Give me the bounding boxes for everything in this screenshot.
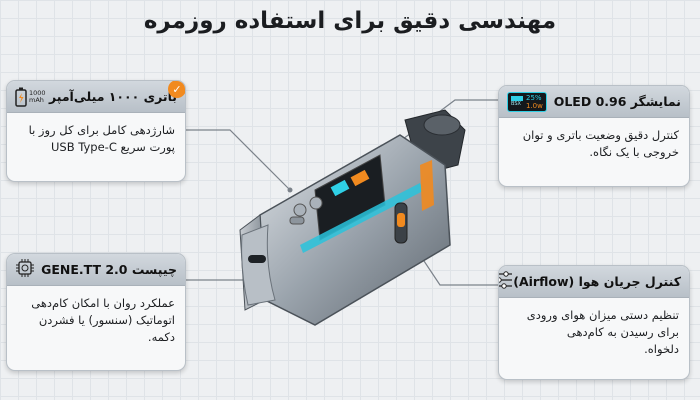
battery-card-title: باتری ۱۰۰۰ میلی‌آمپر	[48, 89, 177, 104]
chipset-card-title: چیپست GENE.TT 2.0	[41, 262, 177, 277]
battery-icon: 1000 mAh	[15, 87, 46, 107]
airflow-card-text-line3: دلخواه.	[644, 342, 679, 356]
oled-screen-icon: BSX 25% 1.0w	[507, 91, 547, 112]
oled-screen-label: BSX	[511, 101, 521, 107]
airflow-card-title: کنترل جریان هوا (Airflow)	[513, 274, 681, 289]
sliders-icon	[499, 270, 513, 293]
usb-port	[248, 255, 266, 263]
battery-feature-card: باتری ۱۰۰۰ میلی‌آمپر 1000 mAh شارژدهی کا…	[6, 80, 186, 182]
oled-screen-percent: 25%	[526, 93, 542, 102]
chipset-card-text-line1: عملکرد روان با امکان کام‌دهی	[31, 296, 175, 310]
battery-card-text-line2: پورت سریع USB Type-C	[51, 140, 175, 154]
chipset-feature-card: چیپست GENE.TT 2.0 عملکرد روان با امکان ک…	[6, 253, 186, 371]
chipset-card-text-line3: دکمه.	[147, 330, 175, 344]
check-icon: ✓	[168, 81, 185, 98]
oled-card-header: نمایشگر OLED 0.96 BSX 25% 1.0w	[499, 86, 689, 118]
airflow-feature-card: کنترل جریان هوا (Airflow) تنظیم دستی میز…	[498, 265, 690, 380]
oled-card-text-line2: خروجی با یک نگاه.	[589, 145, 679, 159]
pod-device-illustration	[239, 109, 466, 326]
chipset-card-header: چیپست GENE.TT 2.0	[7, 254, 185, 286]
airflow-card-text-line2: برای رسیدن به کام‌دهی	[566, 325, 679, 339]
oled-feature-card: نمایشگر OLED 0.96 BSX 25% 1.0w کنترل دقی…	[498, 85, 690, 187]
airflow-card-header: کنترل جریان هوا (Airflow)	[499, 266, 689, 298]
chipset-card-text-line2: اتوماتیک (سنسور) یا فشردن	[38, 313, 175, 327]
airflow-card-text-line1: تنظیم دستی میزان هوای ورودی	[526, 308, 679, 322]
chip-icon	[15, 258, 35, 282]
battery-icon-label: 1000 mAh	[29, 88, 46, 104]
oled-card-title: نمایشگر OLED 0.96	[553, 94, 681, 109]
page-title: مهندسی دقیق برای استفاده روزمره	[143, 8, 557, 34]
battery-card-header: باتری ۱۰۰۰ میلی‌آمپر 1000 mAh	[7, 81, 185, 113]
oled-screen-power: 1.0w	[526, 101, 543, 110]
battery-card-text-line1: شارژدهی کامل برای کل روز با	[28, 123, 175, 137]
oled-card-text-line1: کنترل دقیق وضعیت باتری و توان	[522, 128, 679, 142]
